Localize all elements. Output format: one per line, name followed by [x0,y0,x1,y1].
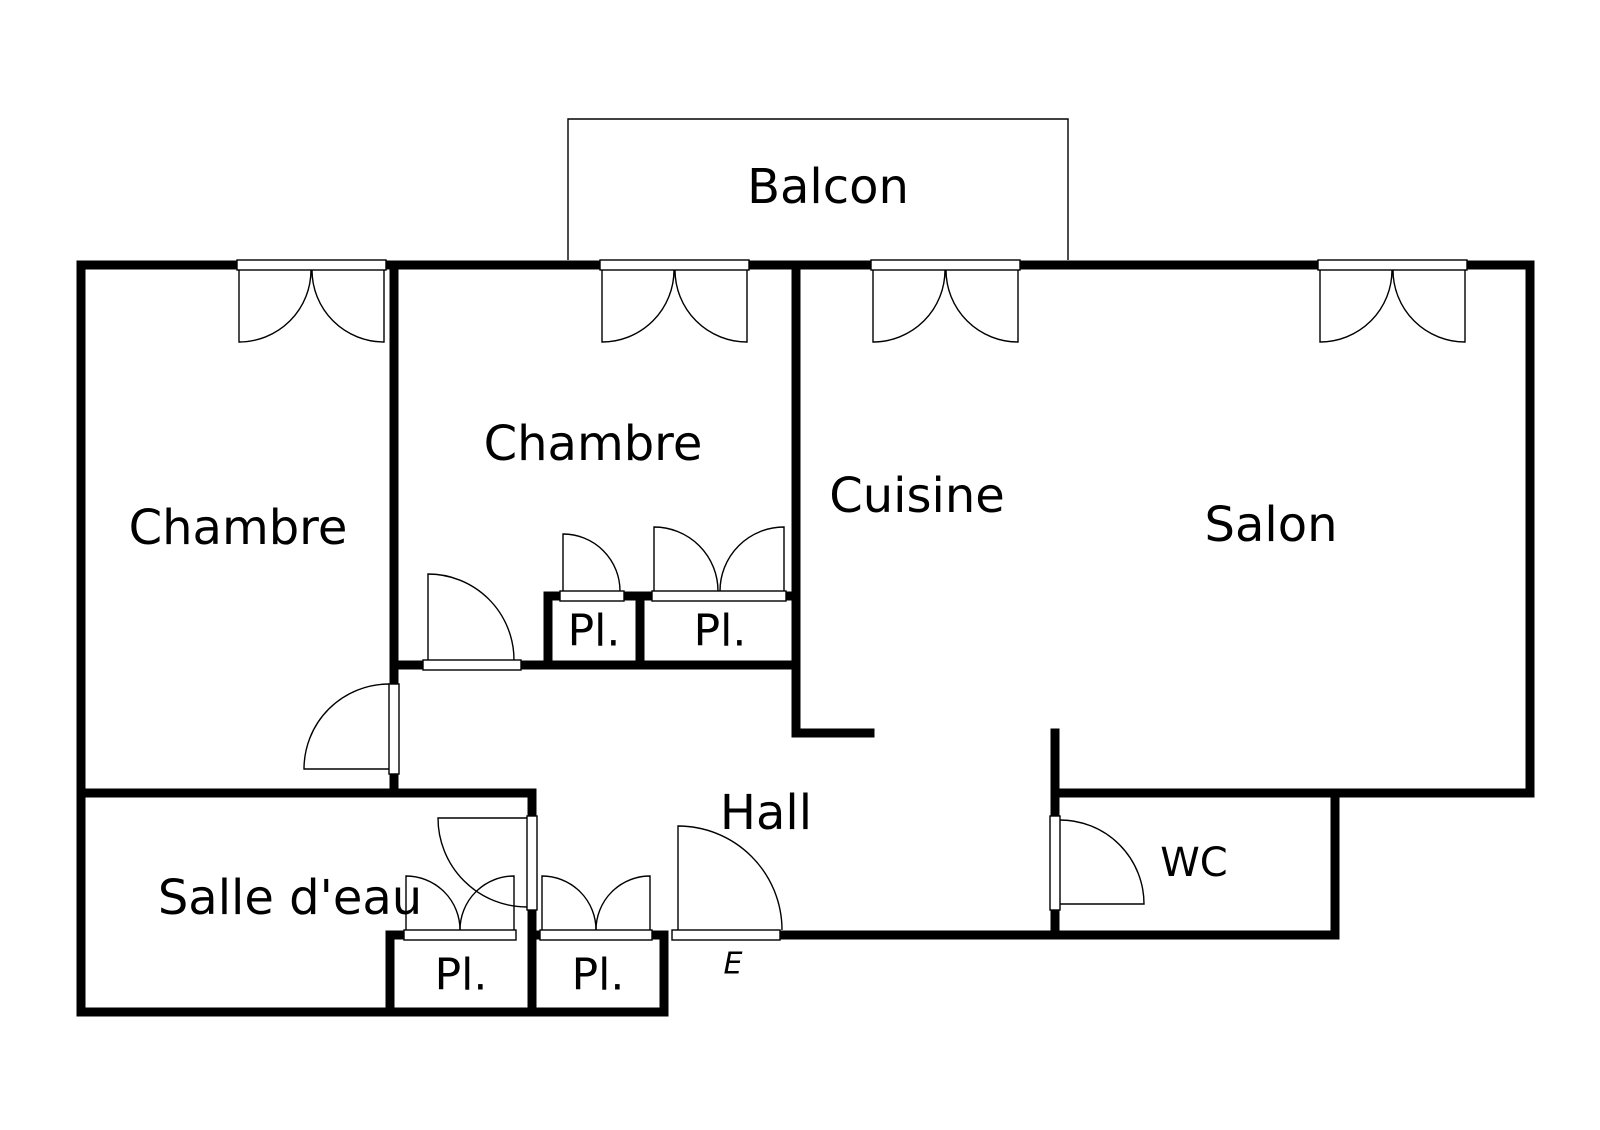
closet-label: Pl. [572,950,625,1001]
door-swings [303,526,1145,931]
entry-marker: E [724,947,743,982]
closet-label: Pl. [568,606,621,657]
room-label-wc: WC [1160,840,1227,886]
room-label-hall: Hall [720,785,812,841]
door-thresholds [388,590,1061,941]
door-chambre-1 [303,683,390,770]
window-leaves [238,269,1466,343]
balcony [567,118,1069,260]
closet-label: Pl. [435,950,488,1001]
door-salle-deau [437,817,528,908]
room-label-cuisine: Cuisine [829,468,1005,524]
window-chambre-2 [599,259,750,271]
room-label-balcon: Balcon [747,159,909,215]
door-entrance [677,825,783,931]
door-chambre-2 [427,573,515,661]
closet-label: Pl. [694,606,747,657]
room-label-chambre-1: Chambre [129,500,348,556]
window-chambre-1 [236,259,387,271]
room-label-salle-deau: Salle d'eau [158,870,422,926]
room-label-salon: Salon [1204,497,1337,553]
door-wc [1059,819,1145,905]
window-salon [1317,259,1468,271]
window-cuisine [870,259,1021,271]
room-label-chambre-2: Chambre [484,416,703,472]
